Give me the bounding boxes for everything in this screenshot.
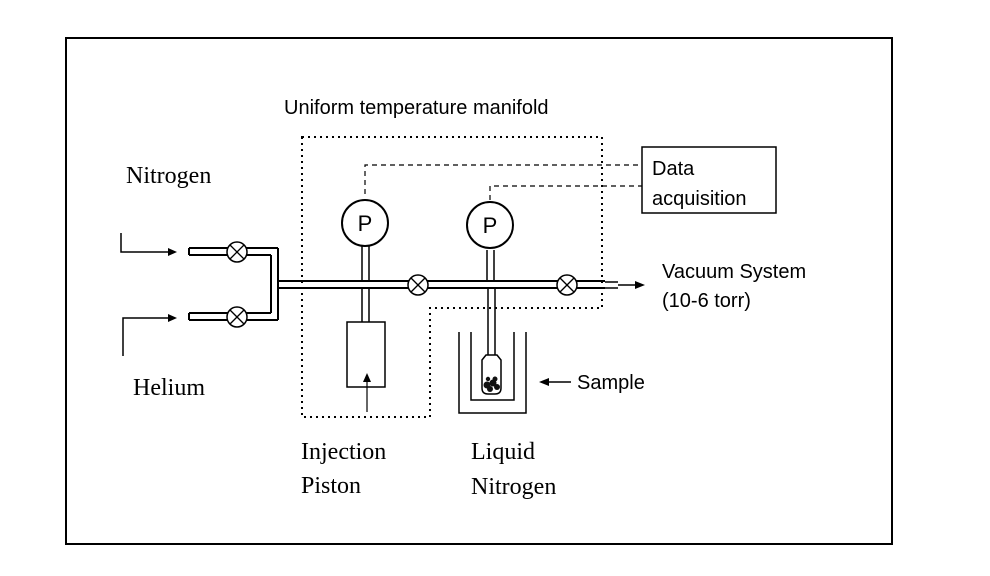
- gauge-2-letter: P: [483, 213, 498, 238]
- vacuum-pipe: [605, 281, 618, 289]
- helium-arrow-head: [168, 314, 177, 322]
- dewar-inner: [470, 332, 515, 401]
- sample-material: [483, 376, 500, 392]
- helium-arrow: [122, 317, 171, 356]
- vacuum-label-1: Vacuum System: [662, 261, 806, 283]
- valve-icon: [226, 241, 248, 263]
- sample-label: Sample: [577, 372, 645, 394]
- manifold-boundary: [301, 136, 603, 418]
- injection-label-1: Injection: [301, 439, 386, 465]
- sample-arrow-head: [539, 378, 549, 386]
- piston-stem: [361, 288, 370, 322]
- valve-icon: [407, 274, 429, 296]
- signal-line-gauge-1: [364, 164, 642, 194]
- data-acquisition-box: [641, 146, 777, 214]
- gauge-2-stem: [486, 250, 495, 281]
- pressure-gauge-2: [466, 201, 514, 249]
- dewar-outer: [458, 332, 527, 414]
- nitrogen-arrow-head: [168, 248, 177, 256]
- manifold-label: Uniform temperature manifold: [284, 97, 549, 119]
- nitrogen-label: Nitrogen: [126, 163, 211, 189]
- nitrogen-arrow: [120, 233, 171, 253]
- gauge-1-stem: [361, 246, 370, 281]
- liquid-nitrogen-label-2: Nitrogen: [471, 474, 556, 500]
- valve-icon: [556, 274, 578, 296]
- data-acquisition-label-2: acquisition: [652, 188, 747, 210]
- vacuum-label-2: (10-6 torr): [662, 290, 751, 312]
- valve-icon: [226, 306, 248, 328]
- main-pipe: [278, 280, 605, 289]
- liquid-nitrogen-label-1: Liquid: [471, 439, 535, 465]
- outer-frame: [65, 37, 893, 545]
- sample-tube-stem: [487, 288, 496, 357]
- gauge-1-letter: P: [358, 211, 373, 236]
- data-acquisition-label-1: Data: [652, 158, 695, 180]
- helium-label: Helium: [133, 375, 205, 401]
- pressure-gauge-1: [341, 199, 389, 247]
- inlet-junction: [270, 248, 279, 320]
- signal-line-gauge-2: [489, 185, 642, 200]
- vacuum-arrow-head: [635, 281, 645, 289]
- injection-label-2: Piston: [301, 473, 361, 499]
- piston-arrow-head: [363, 373, 371, 382]
